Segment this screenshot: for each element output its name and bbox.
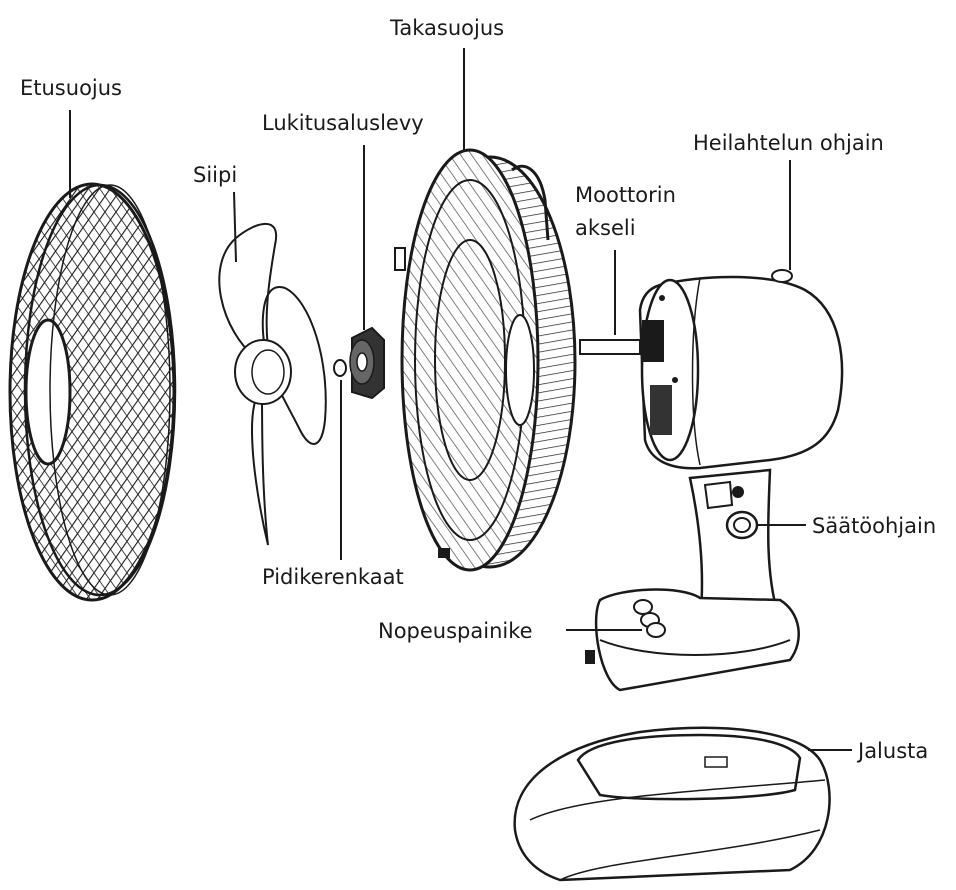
locking-washer-icon bbox=[350, 328, 384, 398]
label-rear-guard: Takasuojus bbox=[389, 16, 504, 40]
motor-shaft-icon bbox=[580, 340, 640, 354]
leader-blade bbox=[234, 192, 236, 262]
label-retaining-rings: Pidikerenkaat bbox=[262, 565, 404, 589]
retaining-ring-icon bbox=[334, 360, 346, 376]
rear-guard-icon bbox=[395, 150, 575, 570]
front-guard-icon bbox=[10, 184, 175, 600]
label-blade: Siipi bbox=[193, 163, 237, 187]
label-motor-shaft-line1: Moottorin bbox=[575, 183, 676, 207]
label-locking-washer: Lukitusaluslevy bbox=[262, 111, 424, 135]
fan-blade-icon bbox=[219, 224, 325, 545]
label-oscillation-control: Heilahtelun ohjain bbox=[693, 131, 884, 155]
motor-housing-icon bbox=[640, 270, 842, 468]
label-adjustment-knob: Säätöohjain bbox=[812, 514, 936, 538]
label-speed-button: Nopeuspainike bbox=[378, 619, 533, 643]
label-front-guard: Etusuojus bbox=[20, 76, 122, 100]
body-column-icon bbox=[585, 470, 799, 690]
stand-base-icon bbox=[515, 728, 830, 880]
label-stand: Jalusta bbox=[856, 739, 928, 763]
label-motor-shaft-line2: akseli bbox=[575, 216, 636, 240]
